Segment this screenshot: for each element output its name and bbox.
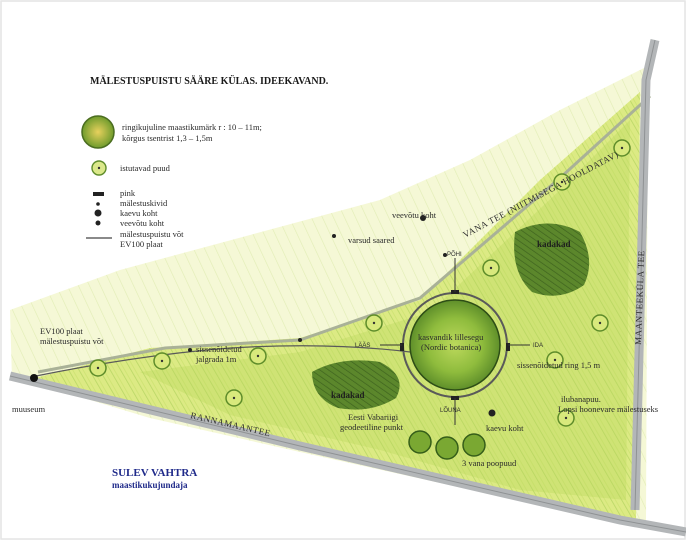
ev100-marker-icon — [30, 374, 38, 382]
label-ev100-line2: mälestuspuistu võt — [40, 336, 104, 346]
vana-tee-road — [37, 94, 652, 374]
stone-legend-icon — [96, 202, 100, 206]
legend-path-line1: mälestuspuistu võt — [120, 229, 184, 239]
label-circle-line1: kasvandik lillesegu — [418, 332, 484, 342]
tree-legend-dot — [97, 166, 101, 170]
label-ring: sissenõidetud ring 1,5 m — [517, 360, 600, 370]
label-pohi: PÕHI — [447, 251, 462, 258]
label-sissenoidetud-line1: sissenõidetud — [196, 344, 243, 354]
label-muuseum: muuseum — [12, 404, 45, 414]
legend-bench: pink — [120, 188, 136, 198]
road-label-maanteekula: MAANTEEKÜLA TEE — [633, 250, 646, 345]
signature-role: maastikukujundaja — [112, 480, 188, 490]
label-poopuud: 3 vana poopuud — [462, 458, 517, 468]
legend-mound-line1: ringikujuline maastikumärk r : 10 – 11m; — [122, 122, 262, 132]
label-habanapuu-line1: ilubanapuu. — [561, 394, 601, 404]
well-marker-icon — [488, 409, 496, 417]
label-sissenoidetud-line2: jalgrada 1m — [195, 354, 237, 364]
circular-mound — [400, 290, 510, 400]
label-circle-line2: (Nordic botanica) — [421, 342, 481, 352]
label-geodeetiline-line1: Eesti Vabariigi — [348, 412, 399, 422]
label-veevotu-top: veevõtu koht — [392, 210, 437, 220]
rannamaantee-road-edge — [9, 375, 686, 533]
mound-legend-icon — [81, 115, 115, 149]
label-kaevu: kaevu koht — [486, 423, 524, 433]
water-legend-icon — [95, 220, 101, 226]
label-kadakad-left: kadakad — [331, 390, 365, 400]
legend-path-line2: EV100 plaat — [120, 239, 163, 249]
legend-water: veevõtu koht — [120, 218, 165, 228]
signature-name: SULEV VAHTRA — [112, 467, 197, 479]
juniper-patch-left — [312, 360, 400, 410]
well-legend-icon — [94, 209, 102, 217]
old-poplars — [408, 430, 486, 460]
legend-well: kaevu koht — [120, 208, 158, 218]
label-ev100-line1: EV100 plaat — [40, 326, 83, 336]
label-louna: LÕUNA — [440, 407, 461, 414]
map-title: MÄLESTUSPUISTU SÄÄRE KÜLAS. IDEEKAVAND. — [90, 74, 329, 87]
legend-trees: istutavad puud — [120, 163, 171, 173]
label-ida: IDA — [533, 343, 543, 349]
juniper-patch-right — [514, 223, 590, 296]
label-laas: LÄÄS — [355, 342, 370, 349]
memorial-stones — [188, 234, 447, 352]
label-kadakad-right: kadakad — [537, 239, 571, 249]
water-point-icon — [420, 215, 426, 221]
legend: ringikujuline maastikumärk r : 10 – 11m;… — [81, 115, 262, 249]
maanteekula-tee-road-edge — [634, 39, 656, 511]
label-habanapuu-line2: Lopsi hoonevare mälestuseks — [558, 404, 658, 414]
bench-legend-icon — [93, 192, 104, 196]
label-geodeetiline-line2: geodeetiline punkt — [340, 422, 404, 432]
tree-centers — [96, 146, 624, 420]
grass-shading — [140, 120, 630, 500]
legend-mound-line2: kõrgus tsentrist 1,3 – 1,5m — [122, 133, 213, 143]
label-varsud: varsud saared — [348, 235, 395, 245]
legend-stones: mälestuskivid — [120, 198, 168, 208]
